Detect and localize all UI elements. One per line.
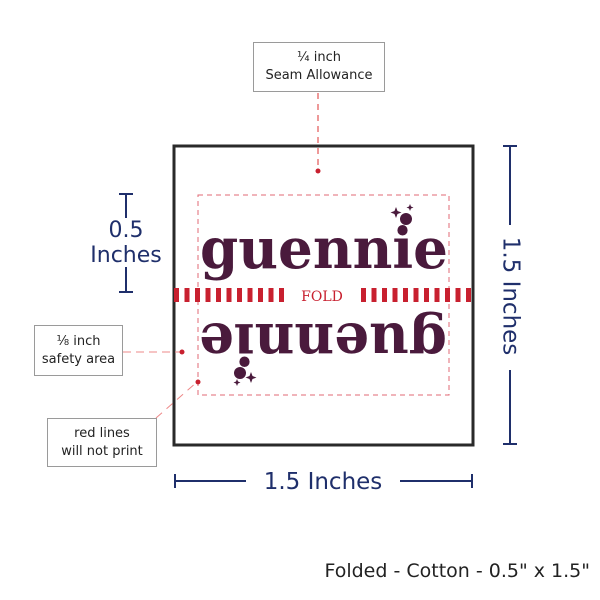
- red-lines-callout-line2: will not print: [61, 443, 143, 459]
- fold-stripe: [237, 288, 242, 302]
- fold-stripe: [466, 288, 471, 302]
- fold-stripe: [258, 288, 263, 302]
- fold-stripe: [371, 288, 377, 302]
- fold-stripe: [279, 288, 284, 302]
- safety-area-callout: ⅛ inch safety area: [34, 325, 123, 376]
- product-description: Folded - Cotton - 0.5" x 1.5": [324, 560, 590, 582]
- red-lines-callout: red lines will not print: [47, 418, 157, 467]
- side-dimension-bracket: [503, 145, 517, 445]
- red-lines-leader-line: [155, 381, 198, 419]
- sparkle-icon: [233, 204, 414, 386]
- safety-callout-line1: ⅛ inch: [56, 333, 101, 349]
- fold-stripe: [413, 288, 419, 302]
- fold-stripe: [392, 288, 398, 302]
- fold-stripe: [403, 288, 408, 302]
- fold-label: FOLD: [301, 289, 343, 305]
- bottom-dimension-bracket: [174, 474, 473, 488]
- fold-stripe: [361, 288, 366, 302]
- fold-stripe: [226, 288, 232, 302]
- height-dimension-label: 0.5 Inches: [80, 218, 172, 268]
- red-lines-leader-dot: [195, 379, 201, 385]
- seam-callout-line1: ¼ inch: [297, 50, 341, 65]
- fold-stripe: [434, 288, 440, 302]
- height-dimension-bracket: [119, 193, 133, 293]
- brand-word-top: guennie: [200, 216, 448, 282]
- safety-callout-line2: safety area: [41, 351, 116, 367]
- height-dimension-unit: Inches: [90, 243, 162, 268]
- fold-stripe: [184, 288, 190, 302]
- fold-stripe: [382, 288, 387, 302]
- safety-leader-dot: [179, 349, 185, 355]
- side-dimension-label: 1.5 Inches: [498, 237, 524, 356]
- seam-leader-dot: [315, 168, 321, 174]
- fold-stripe: [195, 288, 200, 302]
- fold-stripe: [247, 288, 253, 302]
- fold-stripe: [205, 288, 211, 302]
- brand-word-mirrored: guennie: [199, 310, 447, 376]
- fold-stripe: [424, 288, 429, 302]
- seam-callout-line2: Seam Allowance: [265, 68, 373, 83]
- height-dimension-value: 0.5: [108, 218, 144, 243]
- fold-line: [174, 288, 471, 302]
- fold-stripe: [455, 288, 461, 302]
- red-lines-callout-line1: red lines: [74, 425, 130, 441]
- bottom-dimension-label: 1.5 Inches: [264, 469, 383, 495]
- fold-stripe: [268, 288, 274, 302]
- fold-stripe: [174, 288, 179, 302]
- seam-allowance-callout: ¼ inch Seam Allowance: [253, 42, 385, 92]
- fold-stripe: [445, 288, 450, 302]
- fold-stripe: [216, 288, 221, 302]
